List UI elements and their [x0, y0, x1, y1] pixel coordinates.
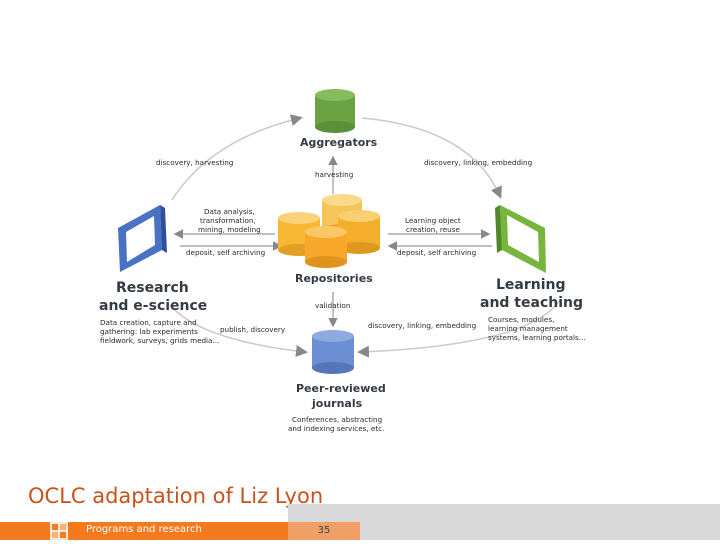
- footer-text: Programs and research: [86, 524, 202, 535]
- edge-label-deposit-right: deposit, self archiving: [397, 248, 477, 257]
- outer-cycle-arrows: [169, 114, 561, 358]
- journals-desc-1: Conferences, abstracting: [292, 415, 383, 424]
- slide-caption: OCLC adaptation of Liz Lyon: [28, 484, 324, 508]
- learning-icon: [495, 205, 546, 273]
- learning-label-2: and teaching: [480, 295, 583, 311]
- oclc-logo-icon: [50, 522, 68, 540]
- edge-label-harvesting: harvesting: [315, 170, 354, 179]
- research-icon: [118, 205, 167, 272]
- journals-label-1: Peer-reviewed: [296, 382, 386, 395]
- inner-arrows: [173, 155, 492, 328]
- aggregators-icon: [315, 89, 355, 133]
- arrow-top-left: [171, 114, 303, 201]
- research-label-2: and e-science: [99, 298, 208, 314]
- edge-label-bottom-right: discovery, linking, embedding: [368, 321, 477, 330]
- edge-label-deposit-left: deposit, self archiving: [186, 248, 266, 257]
- journals-icon: [312, 330, 354, 374]
- edge-label-top-left: discovery, harvesting: [156, 158, 234, 167]
- edge-label-publish: publish, discovery: [220, 325, 286, 334]
- edge-label-learning-object-1: Learning object: [405, 216, 461, 225]
- edge-label-validation: validation: [315, 301, 351, 310]
- journals-desc-2: and indexing services, etc.: [288, 424, 385, 433]
- learning-desc-3: systems, learning portals...: [488, 333, 586, 342]
- learning-desc-1: Courses, modules,: [488, 315, 555, 324]
- page-number: 35: [317, 525, 331, 536]
- research-desc-1: Data creation, capture and: [100, 318, 197, 327]
- edge-label-data-analysis-3: mining, modeling: [198, 225, 261, 234]
- arrow-top-right: [361, 117, 502, 199]
- footer-grey-band: [288, 504, 720, 540]
- learning-label-1: Learning: [496, 277, 566, 293]
- edge-label-top-right: discovery, linking, embedding: [424, 158, 533, 167]
- edge-label-learning-object-2: creation, reuse: [406, 225, 460, 234]
- edge-label-data-analysis-1: Data analysis,: [204, 207, 255, 216]
- learning-desc-2: learning management: [488, 324, 568, 333]
- edge-label-data-analysis-2: transformation,: [200, 216, 256, 225]
- research-desc-2: gathering: lab experiments: [100, 327, 198, 336]
- research-label-1: Research: [116, 280, 189, 296]
- arrow-bottom-left: [169, 304, 308, 357]
- research-desc-3: fieldwork, surveys, grids media...: [100, 336, 220, 345]
- footer-bar: [0, 522, 288, 540]
- repositories-icon: [278, 194, 380, 268]
- repositories-label: Repositories: [295, 272, 373, 285]
- journals-label-2: journals: [312, 397, 363, 410]
- aggregators-label: Aggregators: [300, 136, 378, 149]
- arrow-bottom-right: [357, 299, 561, 358]
- page-number-box: 35: [288, 522, 360, 540]
